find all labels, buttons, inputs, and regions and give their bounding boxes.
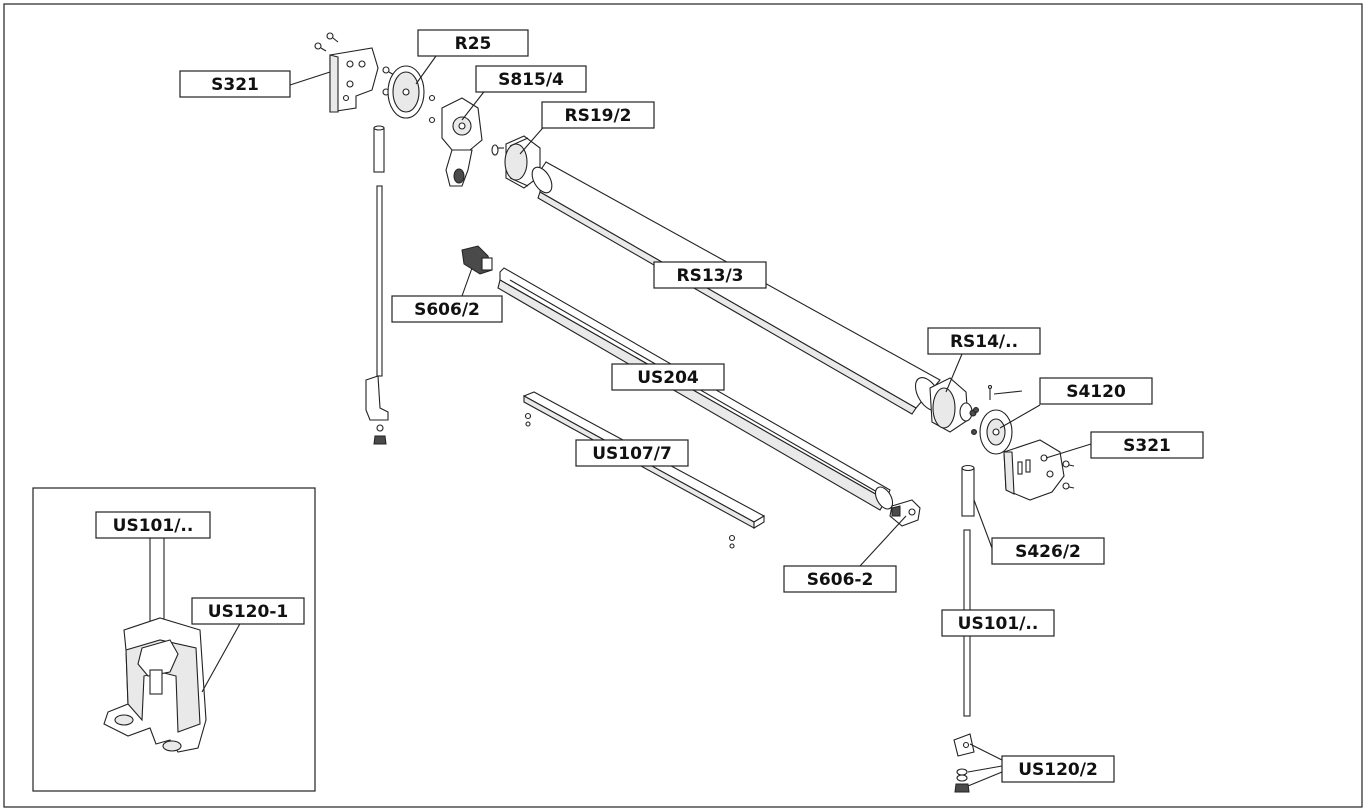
label-us107-text: US107/7	[592, 444, 672, 464]
label-rs14-text: RS14/..	[950, 332, 1018, 352]
plate-r25	[387, 65, 425, 119]
label-us107: US107/7	[575, 439, 689, 467]
label-r25: R25	[417, 29, 529, 57]
end-piece-s606-top	[461, 245, 493, 275]
label-us101-right: US101/..	[941, 609, 1055, 637]
label-rs14: RS14/..	[927, 327, 1041, 355]
label-rs19: RS19/2	[541, 101, 655, 129]
label-us101-right-text: US101/..	[958, 614, 1039, 634]
label-inset-us101: US101/..	[95, 511, 211, 539]
end-piece-s606-bottom	[889, 499, 921, 527]
flange-right	[979, 409, 1013, 455]
label-s606-top-text: S606/2	[414, 300, 480, 320]
label-s426-text: S426/2	[1015, 542, 1081, 562]
end-cap-rs14	[929, 377, 979, 435]
leader-lines	[201, 55, 1092, 787]
inset-frame	[32, 487, 316, 792]
label-s606-bottom-text: S606-2	[807, 570, 874, 590]
label-rs19-text: RS19/2	[564, 106, 631, 126]
label-s606-bottom: S606-2	[783, 565, 897, 593]
label-rs13: RS13/3	[653, 261, 767, 289]
label-inset-us101-text: US101/..	[113, 516, 194, 536]
label-us120-2-text: US120/2	[1018, 760, 1098, 780]
label-rs13-text: RS13/3	[676, 266, 743, 286]
label-s321-right-text: S321	[1123, 436, 1171, 456]
label-inset-us120: US120-1	[191, 597, 305, 625]
pin-s4120	[987, 384, 993, 400]
inset-stand-us120	[103, 537, 207, 753]
label-s606-top: S606/2	[391, 295, 503, 323]
label-s4120: S4120	[1039, 377, 1153, 405]
diagram-frame	[3, 3, 1363, 808]
label-s321-top-text: S321	[211, 75, 259, 95]
bracket-s321-right	[1003, 439, 1075, 501]
label-s321-right: S321	[1090, 431, 1204, 459]
label-s4120-text: S4120	[1066, 382, 1126, 402]
label-inset-us120-text: US120-1	[208, 602, 288, 622]
label-r25-text: R25	[455, 34, 492, 54]
label-s426: S426/2	[991, 537, 1105, 565]
label-us204: US204	[611, 363, 725, 391]
label-s815: S815/4	[475, 65, 587, 93]
label-s321-top: S321	[179, 70, 291, 98]
label-us120-2: US120/2	[1001, 755, 1115, 783]
rod-left	[365, 125, 389, 445]
label-us204-text: US204	[637, 368, 699, 388]
bracket-s321-left	[329, 47, 379, 113]
label-s815-text: S815/4	[498, 70, 564, 90]
gearbox-s815	[428, 94, 483, 187]
